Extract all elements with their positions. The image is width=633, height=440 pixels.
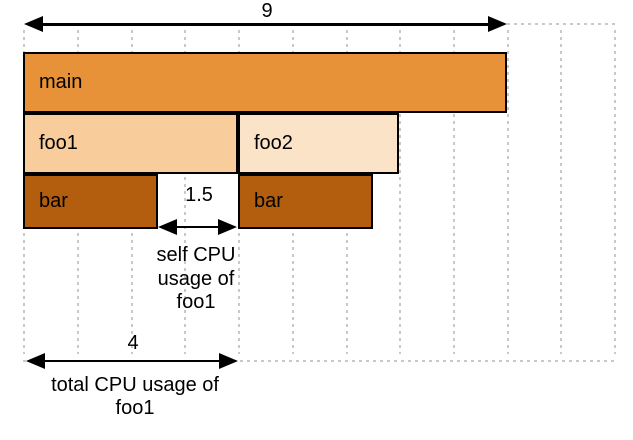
total-cpu-value: 4 (127, 332, 139, 354)
frame-main: main (23, 52, 507, 113)
arrowhead-right-icon (219, 353, 238, 369)
frame-bar-right: bar (238, 174, 373, 229)
gridline (614, 30, 616, 354)
arrowhead-right-icon (488, 16, 507, 32)
frame-label: bar (254, 190, 283, 212)
arrow-shaft (172, 225, 224, 228)
gridline (184, 30, 186, 354)
self-cpu-caption: self CPU usage of foo1 (156, 244, 236, 313)
arrowhead-left-icon (24, 16, 43, 32)
bottom-guide-dotted-line (23, 360, 615, 362)
frame-bar-left: bar (23, 174, 158, 229)
arrow-shaft (42, 360, 222, 362)
arrowhead-right-icon (218, 219, 237, 235)
frame-label: bar (39, 190, 68, 212)
gridline (507, 30, 509, 354)
gridline (560, 30, 562, 354)
frame-label: foo2 (254, 132, 293, 154)
total-cpu-caption: total CPU usage of foo1 (51, 374, 219, 419)
frame-label: foo1 (39, 132, 78, 154)
gridline (399, 30, 401, 354)
self-cpu-value: 1.5 (185, 184, 213, 206)
top-guide-dotted-line (507, 23, 615, 25)
gridline (453, 30, 455, 354)
arrowhead-left-icon (158, 219, 177, 235)
total-width-value: 9 (261, 0, 273, 22)
frame-label: main (39, 71, 83, 93)
frame-foo2: foo2 (238, 113, 399, 174)
arrowhead-left-icon (26, 353, 45, 369)
arrow-shaft (42, 22, 490, 26)
frame-foo1: foo1 (23, 113, 238, 174)
